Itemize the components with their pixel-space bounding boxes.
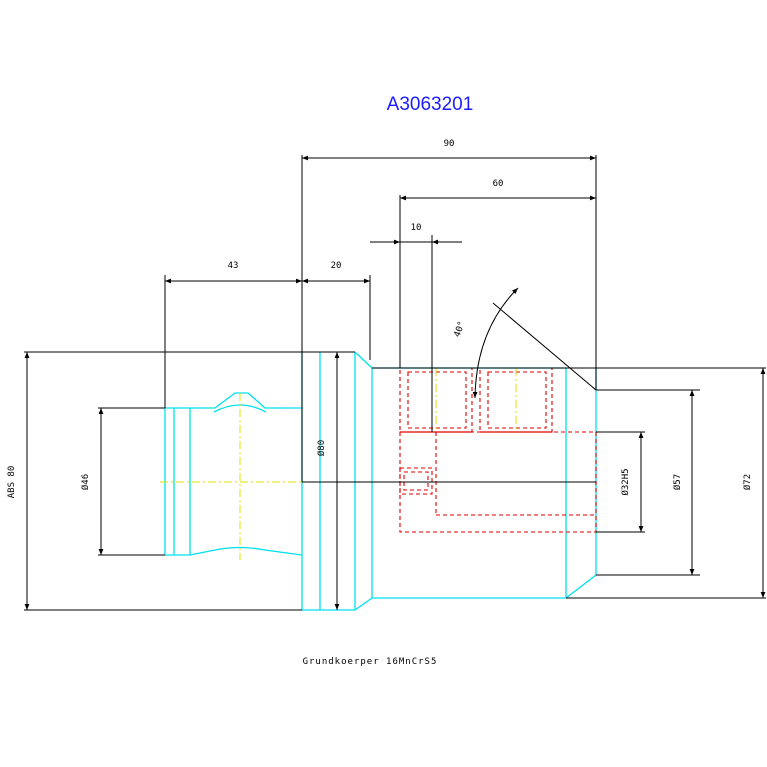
dim-dia32: Ø32H5: [620, 468, 631, 495]
dim-dia80: Ø80: [316, 440, 327, 456]
centerlines: [160, 368, 517, 560]
dim-90: 90: [444, 139, 455, 149]
material-caption: Grundkoerper 16MnCrS5: [302, 657, 438, 667]
drawing-number: A3063201: [386, 94, 474, 115]
dim-angle: 40°: [453, 320, 468, 339]
dimension-texts: 90 60 10 43 20 40° ABS 80 Ø46 Ø80 Ø32H5 …: [7, 139, 753, 498]
dim-10: 10: [411, 223, 422, 233]
dim-60: 60: [493, 179, 504, 189]
dim-43: 43: [228, 261, 239, 271]
reference-lines: [24, 155, 766, 611]
dim-abs80: ABS 80: [7, 466, 17, 499]
dim-dia57: Ø57: [672, 474, 683, 490]
dim-20: 20: [331, 261, 342, 271]
dim-dia72: Ø72: [742, 474, 753, 490]
part-outline: [164, 351, 597, 611]
dim-dia46: Ø46: [80, 474, 91, 490]
dimension-lines: [24, 155, 766, 610]
